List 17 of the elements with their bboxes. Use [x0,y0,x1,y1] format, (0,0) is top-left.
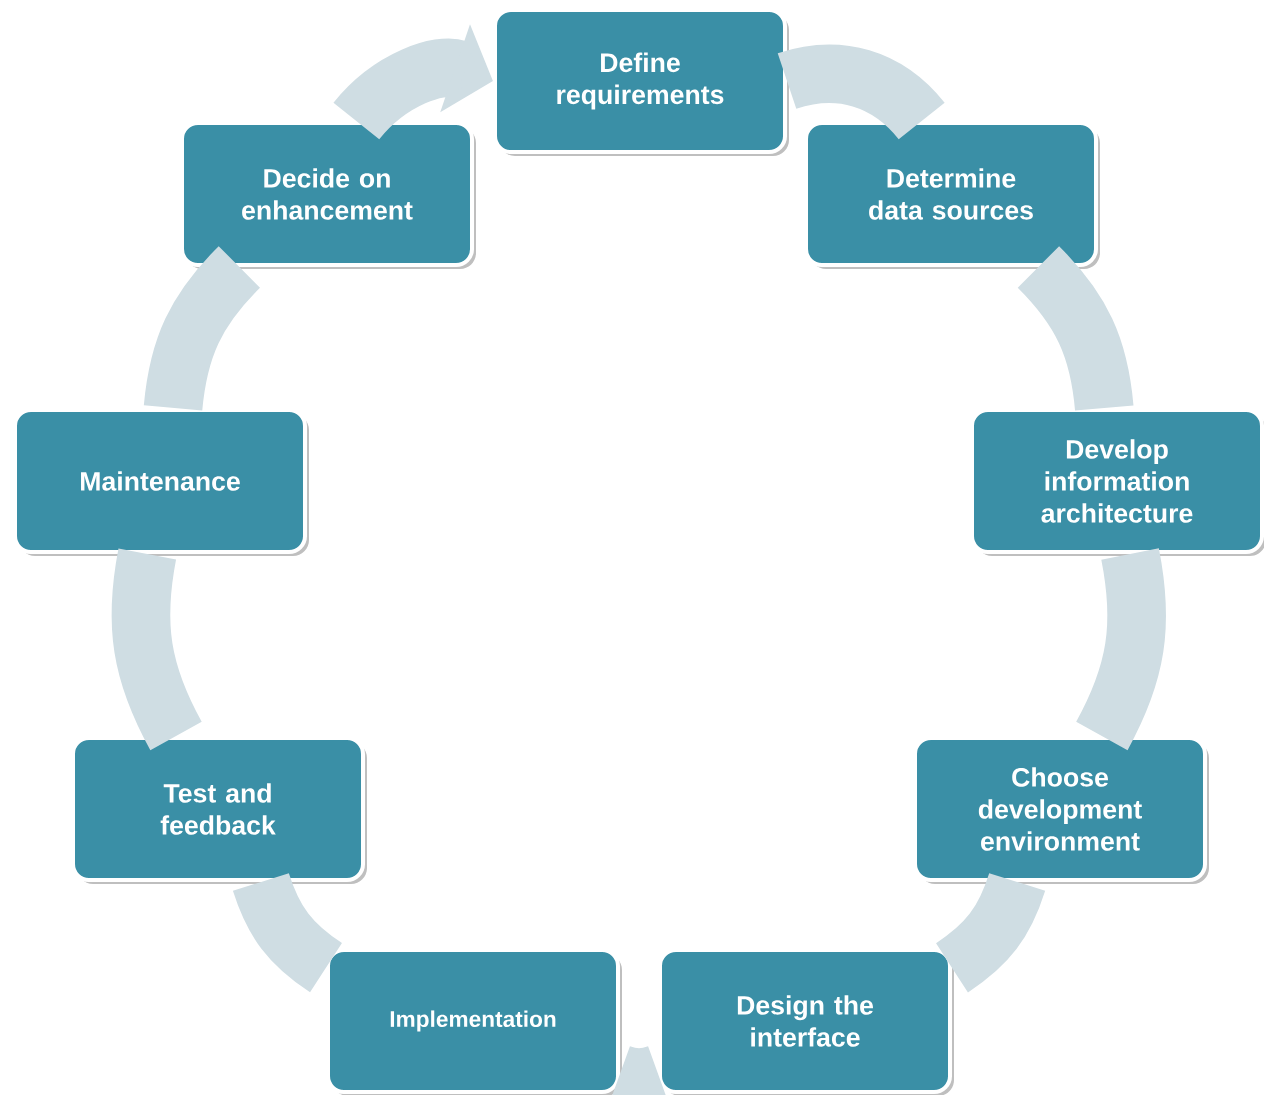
ring-segment [143,246,261,412]
process-box: Choose development environment [913,736,1209,884]
process-box: Develop information architecture [970,408,1264,556]
process-box: Implementation [326,948,622,1095]
process-box: Determine data sources [804,121,1100,269]
process-box: Maintenance [13,408,309,556]
ring-segment [233,872,343,992]
process-box: Test and feedback [71,736,367,884]
ring-segment [779,44,944,141]
ring-segment [1017,246,1134,412]
ring-segment [610,1045,668,1095]
process-box: Define requirements [493,8,789,156]
ring-segment [935,872,1045,993]
ring-segment [1075,548,1167,750]
process-box: Decide on enhancement [180,121,476,269]
process-box: Design the interface [658,948,954,1095]
ring-segment [111,549,203,750]
